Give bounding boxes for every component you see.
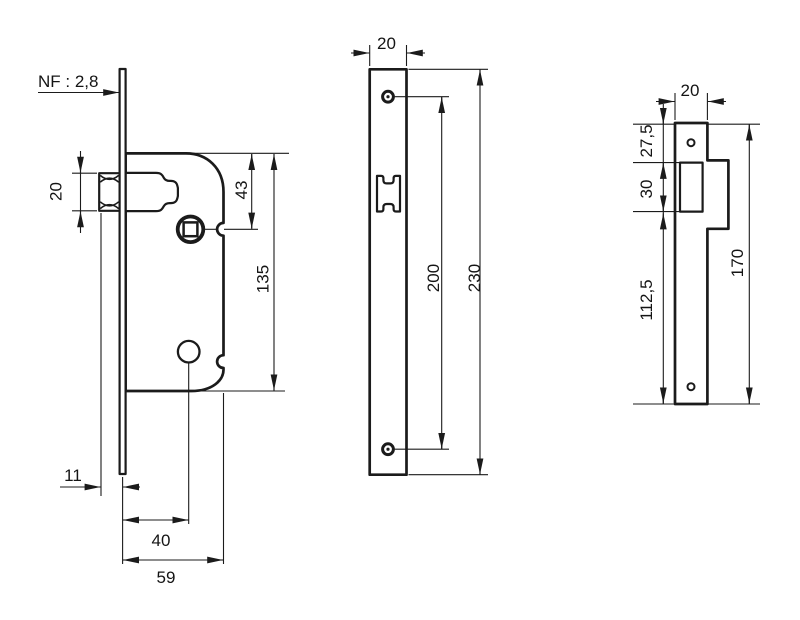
latch-bevel-arc [99, 203, 120, 210]
dim-faceplate-height: 230 [408, 68, 488, 476]
dim-backset: 40 [122, 516, 189, 550]
faceplate-front-view: 20 200 230 [351, 34, 488, 477]
screw-hole-bottom-center [386, 447, 390, 451]
dim-faceplate-standard: NF : 2,8 [38, 72, 120, 96]
latch-bevel-arc [99, 174, 120, 181]
faceplate-outline [368, 67, 408, 477]
dim-strike-stack: 27,5 30 112,5 [637, 104, 667, 404]
dim-latch-projection: 11 [60, 466, 140, 491]
dim-spindle-offset: 43 [232, 154, 256, 229]
strike-plate-view: 20 27,5 30 112,5 170 [633, 81, 760, 406]
strike-top-offset-label: 27,5 [637, 124, 656, 157]
dim-case-depth: 59 [122, 556, 224, 587]
latch-bevel-arc [99, 177, 120, 183]
faceplate-width-label: 20 [377, 34, 396, 53]
backset-label: 40 [152, 531, 171, 550]
case-height-label: 135 [254, 265, 273, 293]
screw-hole-top-center [386, 95, 390, 99]
dim-faceplate-width: 20 [351, 34, 425, 66]
strike-width-label: 20 [681, 81, 700, 100]
faceplate-standard-label: NF : 2,8 [38, 72, 98, 91]
dim-case-height: 135 [254, 154, 278, 391]
latch-bolt-inner [124, 171, 179, 213]
screw-spacing-label: 200 [424, 264, 443, 292]
lock-case-outline [124, 152, 225, 393]
latch-opening [375, 174, 402, 213]
latch-height-label: 20 [47, 182, 66, 201]
faceplate-edge [118, 67, 127, 476]
spindle-square-hole [182, 221, 199, 238]
strike-opening [678, 161, 704, 213]
strike-opening-height-label: 30 [637, 180, 656, 199]
dim-strike-height: 170 [728, 124, 753, 404]
latch-bevel-arc [99, 201, 120, 207]
latch-projection-label: 11 [64, 466, 82, 485]
dim-latch-height: 20 [47, 151, 97, 233]
mounting-hole [176, 339, 201, 364]
strike-height-label: 170 [728, 249, 747, 277]
dim-screw-spacing: 200 [394, 96, 449, 450]
faceplate-height-label: 230 [465, 264, 484, 292]
lock-case-side-view: NF : 2,8 20 43 [38, 67, 289, 587]
strike-lower-length-label: 112,5 [637, 279, 656, 320]
strike-screw-hole-bottom [686, 382, 696, 392]
spindle-offset-label: 43 [232, 181, 251, 200]
strike-screw-hole-top [686, 138, 696, 148]
dim-strike-width: 20 [656, 81, 726, 120]
case-depth-label: 59 [157, 568, 176, 587]
